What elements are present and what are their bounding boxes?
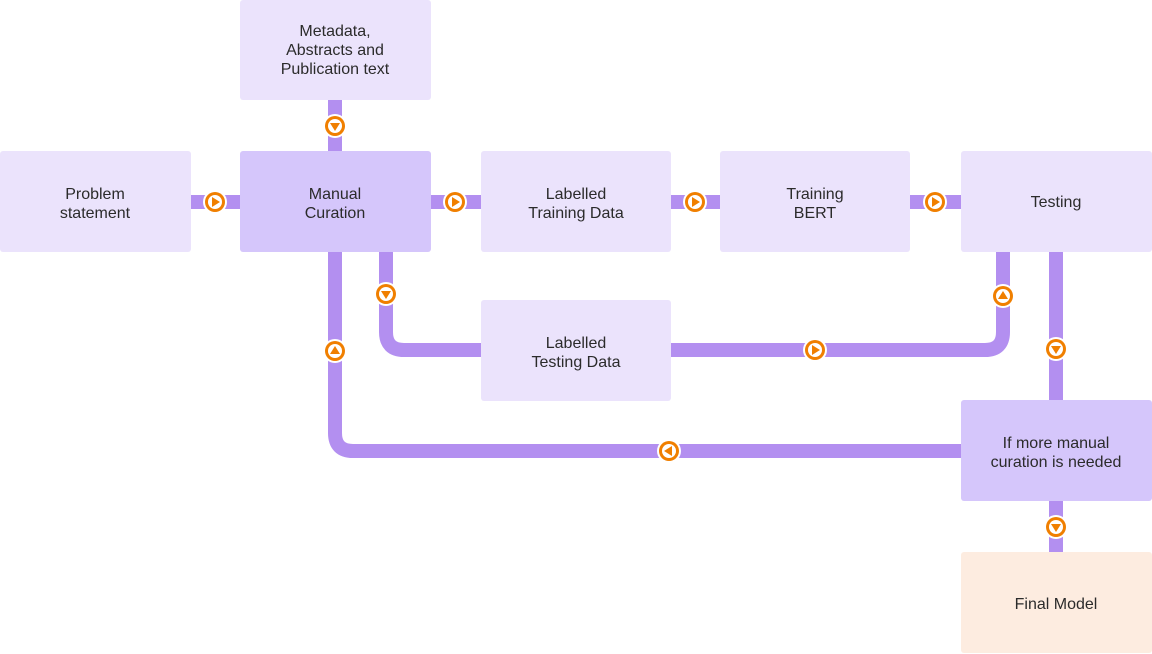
arrow-markers	[203, 114, 1068, 539]
node-testing-line-1: Testing	[1031, 194, 1082, 211]
arrow-right-bert-icon	[923, 190, 947, 214]
node-testing: Testing	[961, 151, 1152, 252]
node-labelled-testing-data: Labelled Testing Data	[481, 300, 671, 401]
node-metadata: Metadata, Abstracts and Publication text	[240, 0, 431, 100]
arrow-up-loop-icon	[323, 339, 347, 363]
node-manual-curation: Manual Curation	[240, 151, 431, 252]
node-metadata-line-3: Publication text	[281, 61, 390, 78]
connector-decision-loop-back	[328, 252, 961, 458]
arrow-right-testing-data-icon	[803, 338, 827, 362]
node-problem-statement: Problem statement	[0, 151, 191, 252]
node-training-bert-line-2: BERT	[794, 205, 837, 222]
arrow-left-loop-icon	[657, 439, 681, 463]
node-problem-line-1: Problem	[65, 186, 125, 203]
arrow-down-testing-icon	[1044, 337, 1068, 361]
node-training-bert: Training BERT	[720, 151, 910, 252]
arrow-down-curation-testing-icon	[374, 282, 398, 306]
arrow-up-testing-icon	[991, 284, 1015, 308]
node-manual-curation-line-1: Manual	[309, 186, 361, 203]
node-labelled-training-line-1: Labelled	[546, 186, 607, 203]
node-labelled-training-data: Labelled Training Data	[481, 151, 671, 252]
node-problem-line-2: statement	[60, 205, 131, 222]
arrow-right-problem-icon	[203, 190, 227, 214]
node-final-model: Final Model	[961, 552, 1152, 653]
node-metadata-line-2: Abstracts and	[286, 42, 384, 59]
node-training-bert-line-1: Training	[786, 186, 843, 203]
arrow-right-training-data-icon	[683, 190, 707, 214]
node-final-model-line-1: Final Model	[1015, 596, 1098, 613]
node-more-curation: If more manual curation is needed	[961, 400, 1152, 501]
node-labelled-training-line-2: Training Data	[528, 205, 624, 222]
arrow-down-metadata-icon	[323, 114, 347, 138]
arrow-down-final-icon	[1044, 515, 1068, 539]
node-labelled-testing-line-2: Testing Data	[532, 354, 621, 371]
arrow-right-curation-icon	[443, 190, 467, 214]
node-more-curation-line-2: curation is needed	[991, 454, 1122, 471]
node-more-curation-line-1: If more manual	[1003, 435, 1110, 452]
connector-curation-to-testing-data	[379, 252, 481, 357]
connector-testing-data-to-testing	[671, 252, 1010, 357]
node-metadata-line-1: Metadata,	[299, 23, 370, 40]
node-labelled-testing-line-1: Labelled	[546, 335, 607, 352]
node-manual-curation-line-2: Curation	[305, 205, 365, 222]
